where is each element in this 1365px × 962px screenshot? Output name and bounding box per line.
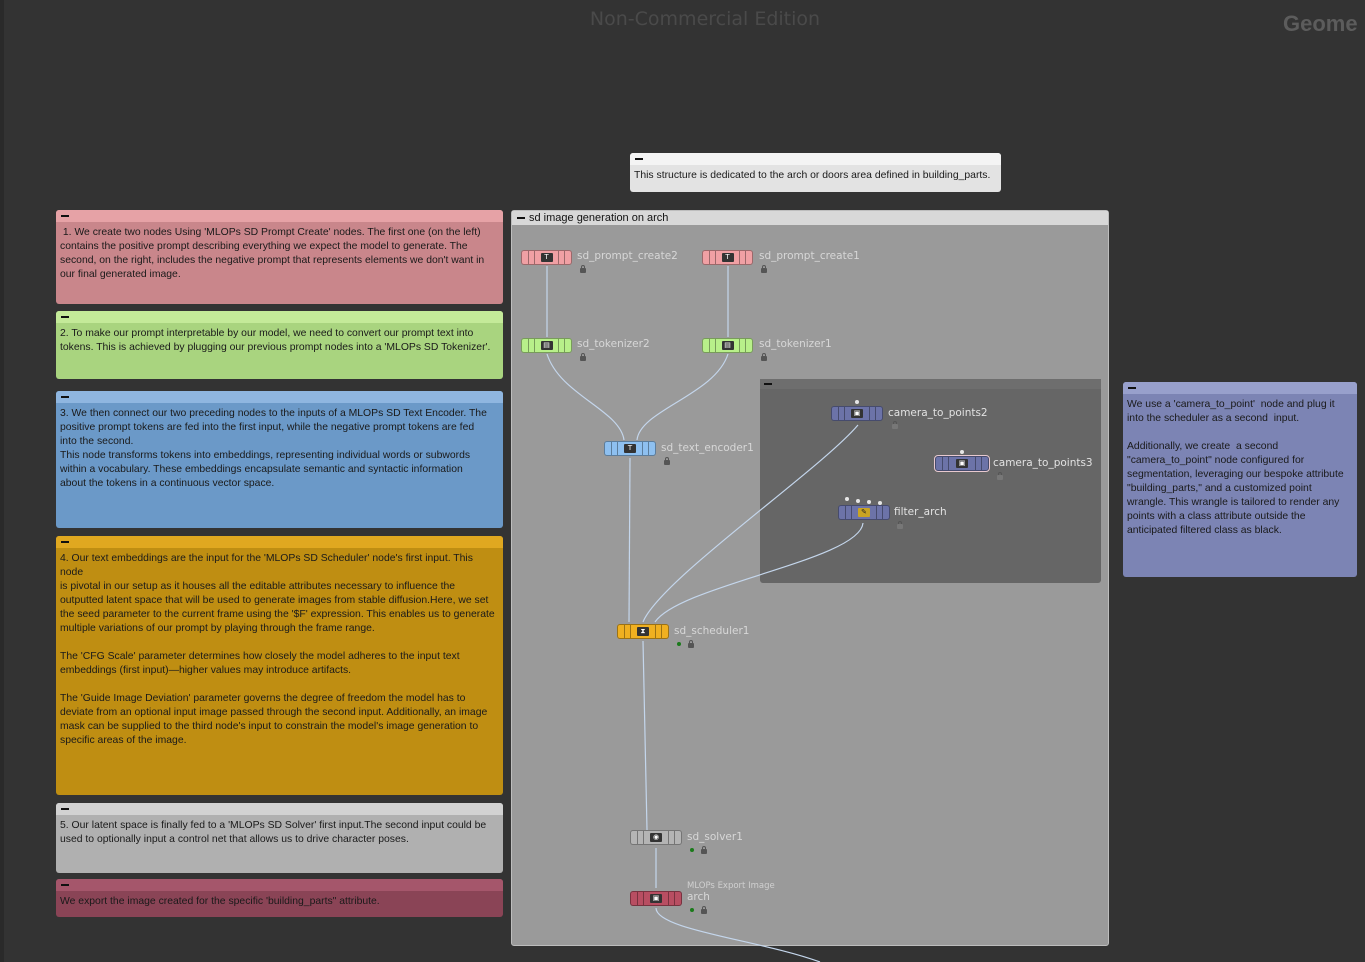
sticky-note-text: 3. We then connect our two preceding nod… [60,408,487,489]
node-label: sd_scheduler1 [674,625,750,637]
collapse-icon[interactable] [61,808,69,810]
lock-icon [701,906,707,914]
text-encoder-icon: T [624,444,636,453]
lock-icon [997,472,1003,480]
left-edge-strip [0,0,4,962]
node-label: sd_prompt_create2 [577,250,678,262]
prompt-icon: T [540,253,553,262]
context-label: Geome [1283,11,1358,36]
node-sd-tokenizer2[interactable]: ▤ [521,338,572,353]
input-port[interactable] [856,499,860,503]
display-flag-icon[interactable] [690,908,694,912]
node-label: filter_arch [894,506,947,518]
camera-icon: ▣ [956,459,968,468]
node-sd-scheduler1[interactable]: ⧗ [617,624,669,639]
node-export-arch[interactable]: ▣ [630,891,682,906]
export-image-icon: ▣ [650,894,662,903]
wire [654,522,864,623]
lock-icon [892,421,898,429]
wire [636,353,729,441]
sticky-note-encoder[interactable]: 3. We then connect our two preceding nod… [56,391,503,528]
prompt-icon: T [721,253,734,262]
node-label: sd_tokenizer1 [759,338,832,350]
sticky-note-prompt[interactable]: 1. We create two nodes Using 'MLOPs SD P… [56,210,503,304]
collapse-icon[interactable] [61,541,69,543]
solver-icon: ◉ [650,833,662,842]
node-label: camera_to_points2 [888,407,988,419]
display-flag-icon[interactable] [677,642,681,646]
tokenizer-icon: ▤ [721,341,734,350]
lock-icon [897,521,903,529]
display-flag-icon[interactable] [690,848,694,852]
lock-icon [761,265,767,273]
node-label: sd_text_encoder1 [661,442,754,454]
wire [628,457,631,623]
lock-icon [664,457,670,465]
wire [546,353,625,441]
node-sd-text-encoder1[interactable]: T [604,441,656,456]
node-camera-to-points3[interactable]: ▣ [934,455,990,472]
node-camera-to-points2[interactable]: ▣ [831,406,883,421]
network-box-title: sd image generation on arch [529,212,669,224]
node-label: sd_prompt_create1 [759,250,860,262]
collapse-icon[interactable] [635,158,643,160]
node-label: arch [687,891,710,903]
lock-icon [580,353,586,361]
wire [642,424,859,623]
sticky-note-text: 5. Our latent space is finally fed to a … [60,820,487,845]
sticky-note-text: 4. Our text embeddings are the input for… [60,553,495,746]
collapse-icon[interactable] [517,217,525,219]
camera-icon: ▣ [851,409,863,418]
sticky-note-export[interactable]: We export the image created for the spec… [56,879,503,917]
input-port[interactable] [855,400,859,404]
collapse-icon[interactable] [61,396,69,398]
collapse-icon[interactable] [61,316,69,318]
collapse-icon[interactable] [61,215,69,217]
node-sublabel: MLOPs Export Image [687,881,775,891]
input-port[interactable] [845,497,849,501]
sticky-note-text: 1. We create two nodes Using 'MLOPs SD P… [60,227,485,280]
collapse-icon[interactable] [61,884,69,886]
watermark: Non-Commercial Edition [589,8,821,30]
input-port[interactable] [878,501,882,505]
lock-icon [580,265,586,273]
sticky-note-text: This structure is dedicated to the arch … [634,170,991,181]
node-label: camera_to_points3 [993,457,1093,469]
node-label: sd_tokenizer2 [577,338,650,350]
node-sd-solver1[interactable]: ◉ [630,830,682,845]
node-label: sd_solver1 [687,831,743,843]
sticky-note-text: 2. To make our prompt interpretable by o… [60,328,491,353]
lock-icon [701,846,707,854]
input-port[interactable] [867,500,871,504]
node-sd-prompt-create2[interactable]: T [521,250,572,265]
node-filter-arch[interactable]: ✎ [838,505,890,520]
wrangle-icon: ✎ [858,508,870,517]
sticky-note-tokenizer[interactable]: 2. To make our prompt interpretable by o… [56,311,503,379]
input-port[interactable] [960,450,964,454]
sticky-note-text: We export the image created for the spec… [60,896,380,907]
node-sd-prompt-create1[interactable]: T [702,250,753,265]
wire [655,907,821,962]
sticky-note-text: We use a 'camera_to_point' node and plug… [1127,399,1344,536]
sticky-note-solver[interactable]: 5. Our latent space is finally fed to a … [56,803,503,873]
lock-icon [688,640,694,648]
sticky-note-camera[interactable]: We use a 'camera_to_point' node and plug… [1123,382,1357,577]
collapse-icon[interactable] [764,383,772,385]
wire [642,640,648,831]
camera-network-box[interactable] [760,379,1101,583]
lock-icon [761,353,767,361]
network-box-header[interactable]: sd image generation on arch [512,211,1108,225]
collapse-icon[interactable] [1128,387,1136,389]
tokenizer-icon: ▤ [540,341,553,350]
node-sd-tokenizer1[interactable]: ▤ [702,338,753,353]
sticky-note-scheduler[interactable]: 4. Our text embeddings are the input for… [56,536,503,795]
sticky-note-structure[interactable]: This structure is dedicated to the arch … [630,153,1001,192]
scheduler-icon: ⧗ [637,627,649,636]
